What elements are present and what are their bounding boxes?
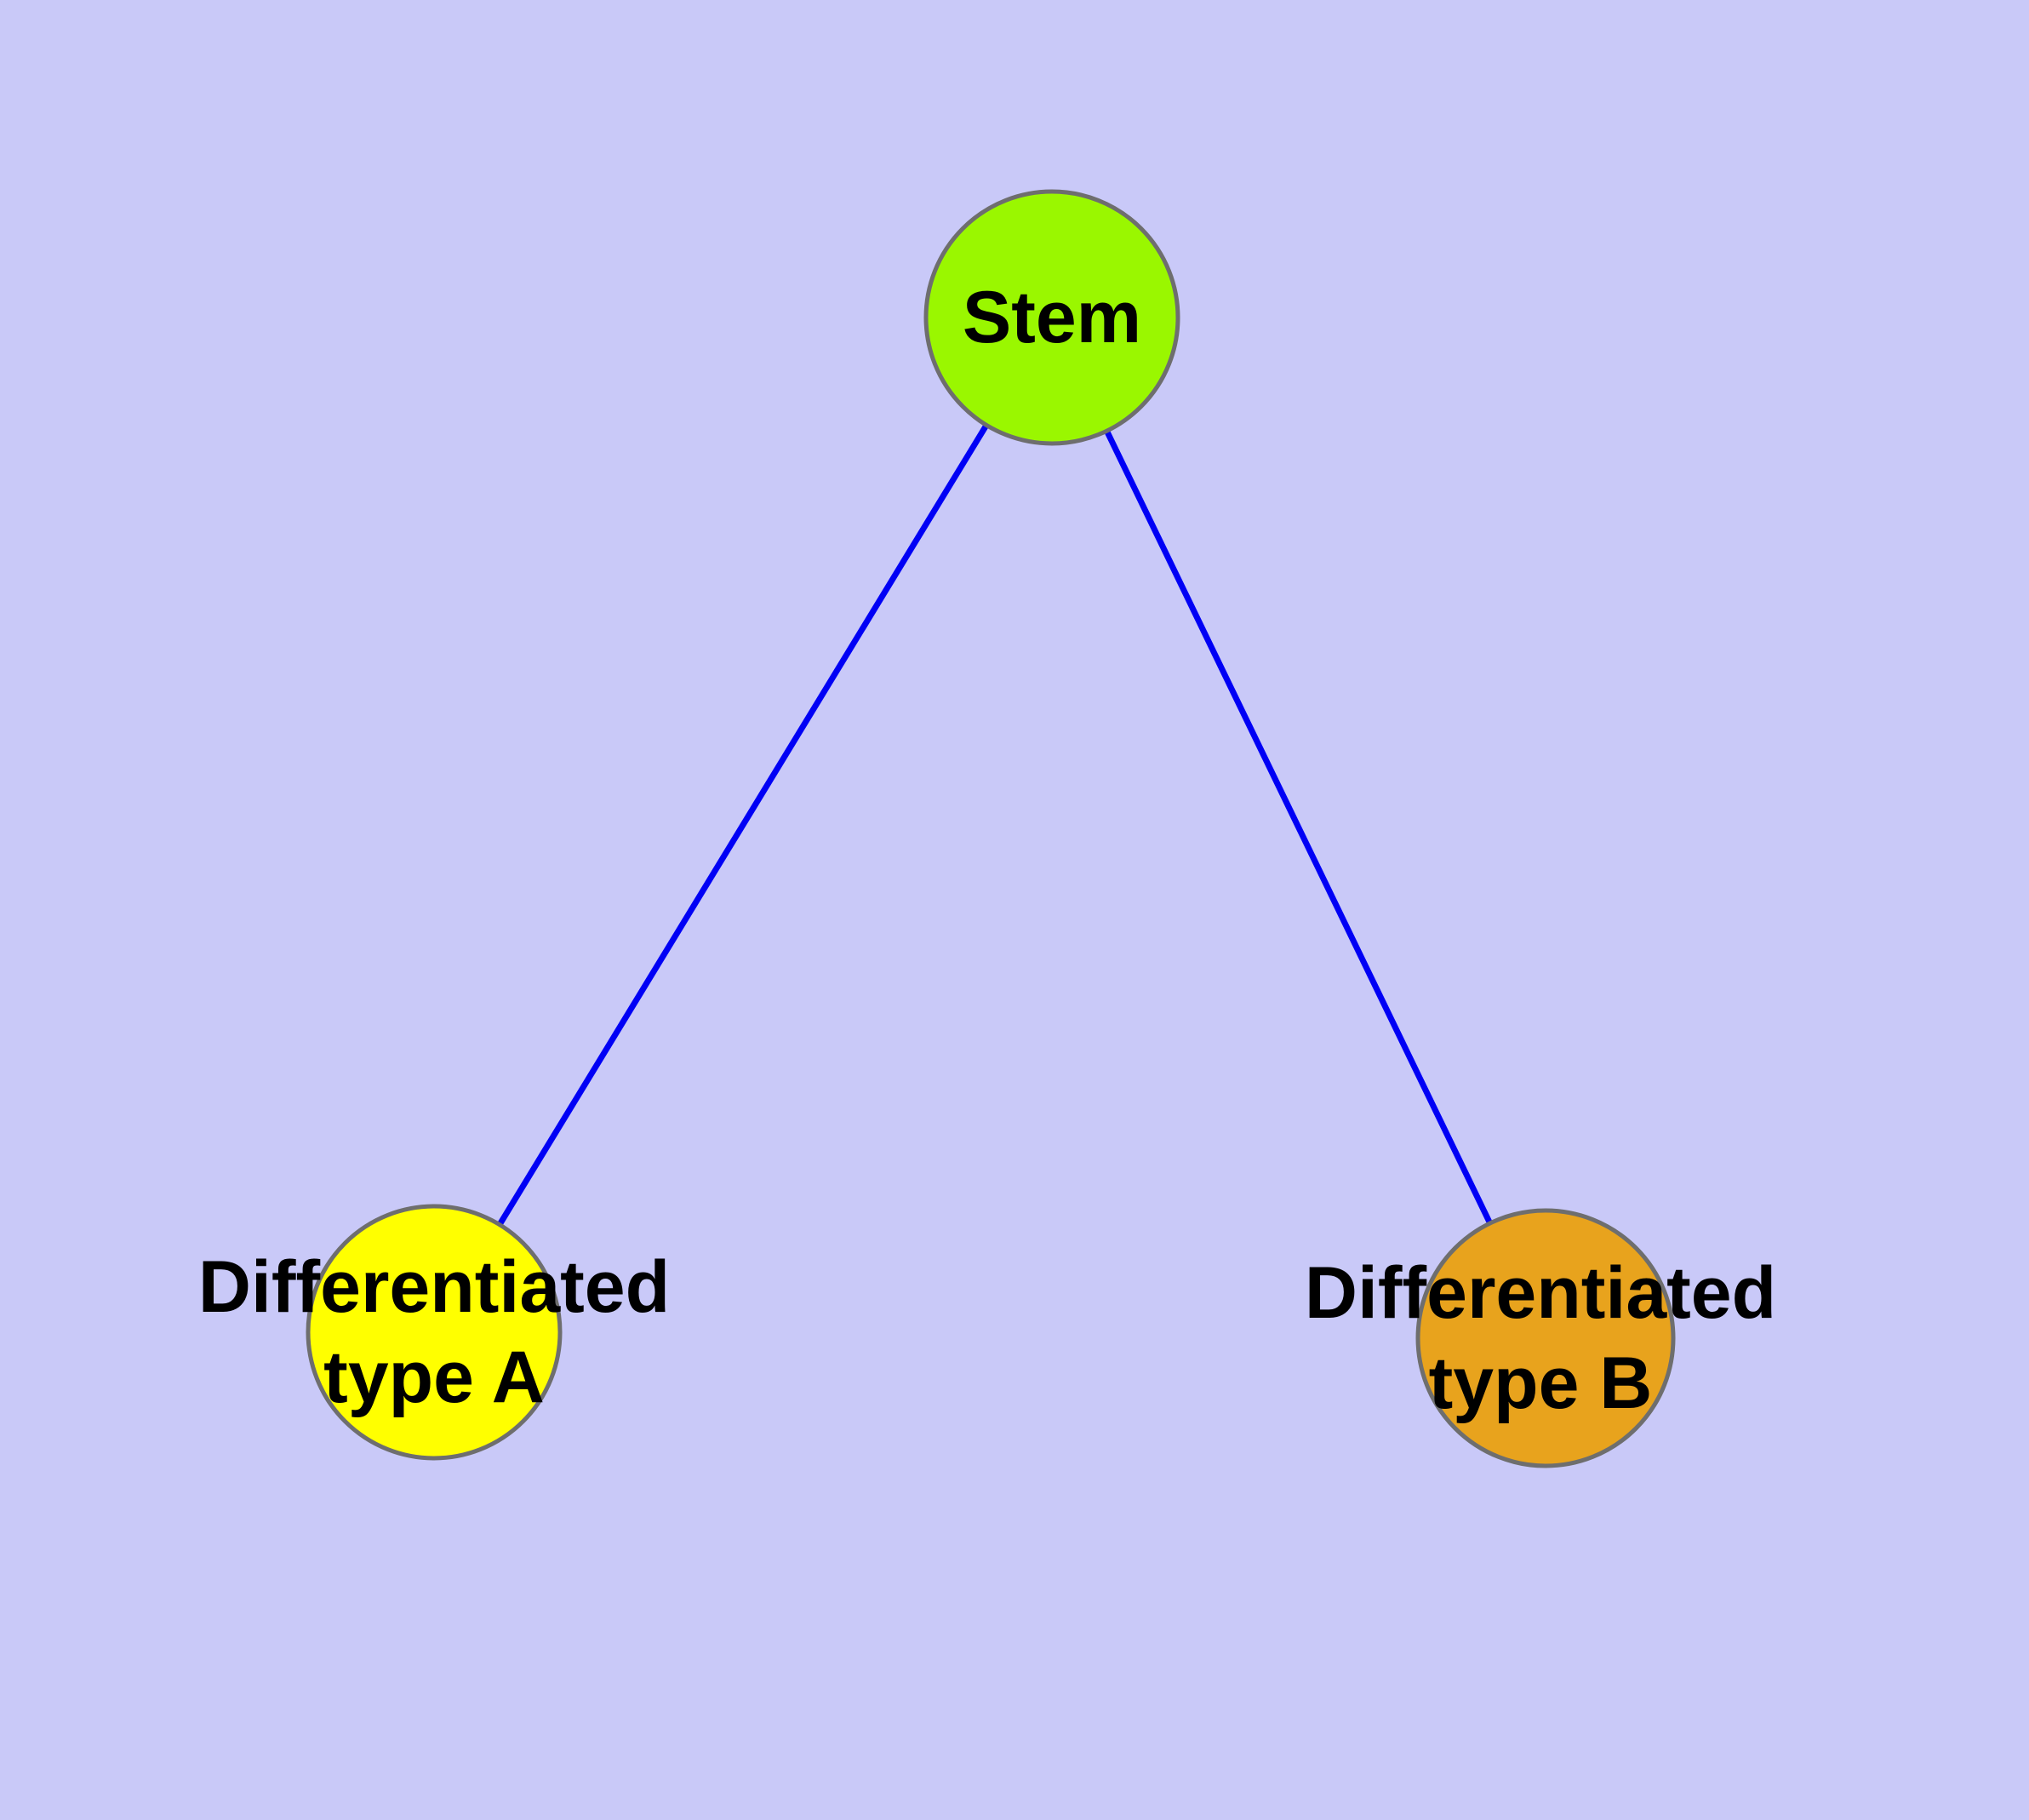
node-type-a-label: Differentiated type A: [198, 1242, 670, 1422]
node-type-a-circle: [306, 1204, 563, 1461]
node-stem-label: Stem: [963, 272, 1141, 363]
edge-stem-to-type-a: [432, 316, 1055, 1334]
node-type-b-label: Differentiated type B: [1305, 1248, 1776, 1428]
node-type-a-label-line1: Differentiated: [197, 1246, 671, 1328]
node-type-a-label-line2: type A: [323, 1336, 545, 1418]
edge-stem-to-type-b: [1049, 316, 1549, 1340]
node-type-b-circle: [1415, 1208, 1676, 1468]
node-stem-label-text: Stem: [962, 277, 1142, 358]
node-type-b-label-line2: type B: [1428, 1342, 1653, 1424]
node-stem-circle: [923, 189, 1180, 446]
node-type-b-label-line1: Differentiated: [1304, 1252, 1777, 1334]
